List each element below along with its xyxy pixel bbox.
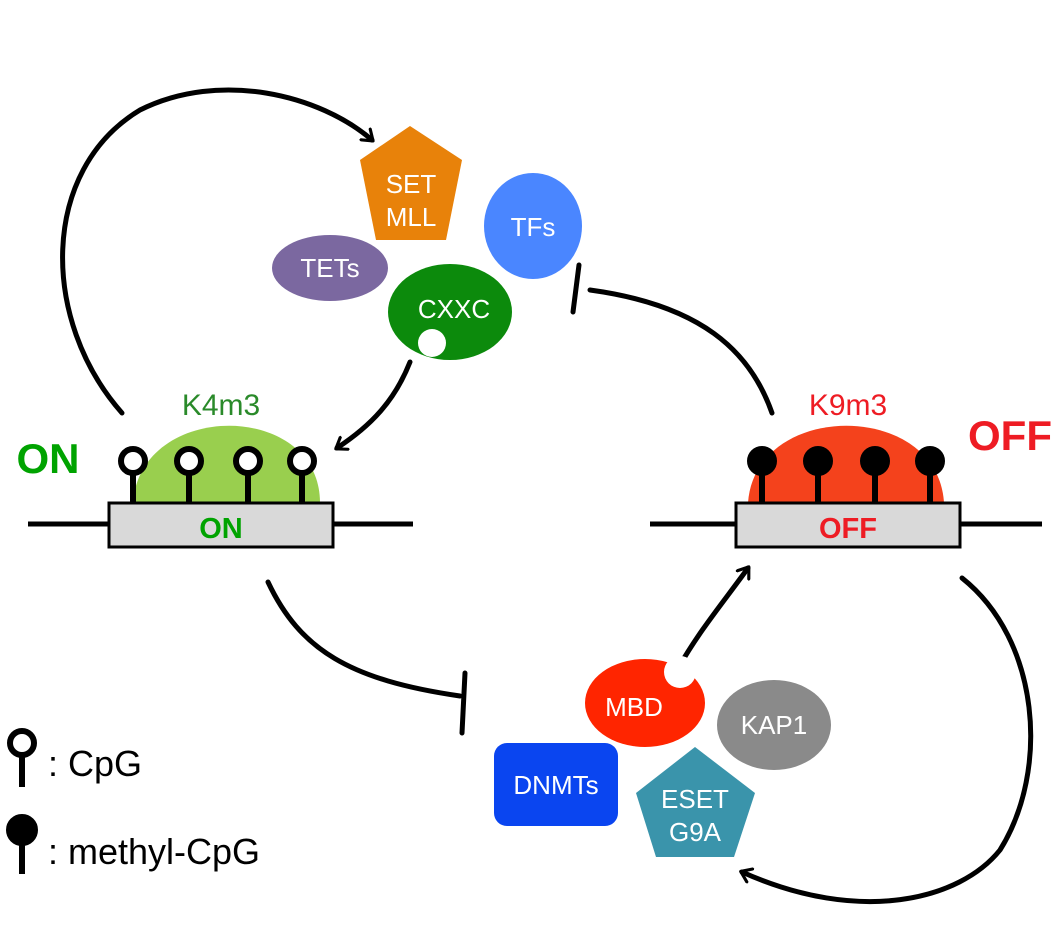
cpg-lollipop <box>118 446 148 505</box>
on-cpg-sites <box>118 446 317 505</box>
cpg-lollipop <box>174 446 204 505</box>
mbd-label: MBD <box>605 692 663 722</box>
eset-g9a-label-line1: ESET <box>661 784 729 814</box>
set-mll-pentagon <box>360 126 462 240</box>
off-methyl-cpg-sites <box>747 446 945 505</box>
off-side-label: OFF <box>968 412 1052 459</box>
eset-g9a-label-line2: G9A <box>669 817 722 847</box>
cxxc-oval <box>388 264 512 360</box>
off-gene: OFF K9m3 OFF <box>650 389 1052 549</box>
on-chromatin-mound <box>133 425 320 503</box>
methyl-cpg-lollipop <box>860 446 890 505</box>
methyl-cpg-legend-label: : methyl-CpG <box>48 831 260 872</box>
on-to-setmll-arrow <box>60 87 372 416</box>
set-mll-label-line1: SET <box>386 169 437 199</box>
off-gene-box <box>734 501 962 549</box>
methyl-cpg-lollipop <box>915 446 945 505</box>
repressor-complex: MBD KAP1 DNMTs ESET G9A <box>494 656 831 857</box>
dnmts-label: DNMTs <box>513 770 598 800</box>
on-inhibits-repressors-bar <box>459 670 468 736</box>
eset-g9a-pentagon <box>636 747 755 857</box>
set-mll-label-line2: MLL <box>386 202 437 232</box>
activator-complex: SET MLL TFs TETs CXXC <box>272 126 582 360</box>
methyl-cpg-lollipop <box>747 446 777 505</box>
cxxc-to-on-arrow <box>337 359 413 448</box>
on-inhibits-repressors-line <box>265 579 463 699</box>
methyl-cpg-legend-icon <box>6 814 38 874</box>
cpg-legend-label: : CpG <box>48 743 142 784</box>
on-gene: ON K4m3 ON <box>17 389 413 549</box>
off-chromatin-mound <box>748 425 944 503</box>
cxxc-label: CXXC <box>418 294 490 324</box>
kap1-oval <box>717 680 831 770</box>
off-gene-box-label: OFF <box>819 513 877 545</box>
on-side-label: ON <box>17 435 80 482</box>
cpg-lollipop <box>287 446 317 505</box>
cpg-lollipop <box>233 446 263 505</box>
tets-oval <box>272 235 388 301</box>
off-to-eset-arrow <box>742 575 1034 905</box>
legend: : CpG : methyl-CpG <box>6 728 260 874</box>
dnmts-box <box>494 743 618 826</box>
cpg-legend-icon <box>7 728 37 787</box>
on-gene-box-label: ON <box>199 513 243 545</box>
on-gene-box <box>107 501 335 549</box>
methyl-cpg-lollipop <box>803 446 833 505</box>
tets-label: TETs <box>300 253 359 283</box>
k4m3-label: K4m3 <box>182 389 260 422</box>
mbd-binding-pocket <box>664 656 696 688</box>
kap1-label: KAP1 <box>741 710 808 740</box>
cxxc-binding-pocket <box>418 329 446 357</box>
k9m3-inhibits-tfs-line <box>587 287 775 416</box>
tfs-label: TFs <box>511 212 556 242</box>
k9m3-inhibits-tfs-bar <box>570 262 582 315</box>
k9m3-label: K9m3 <box>809 389 887 422</box>
tfs-oval <box>484 173 582 279</box>
mbd-to-off-arrow <box>677 568 751 668</box>
